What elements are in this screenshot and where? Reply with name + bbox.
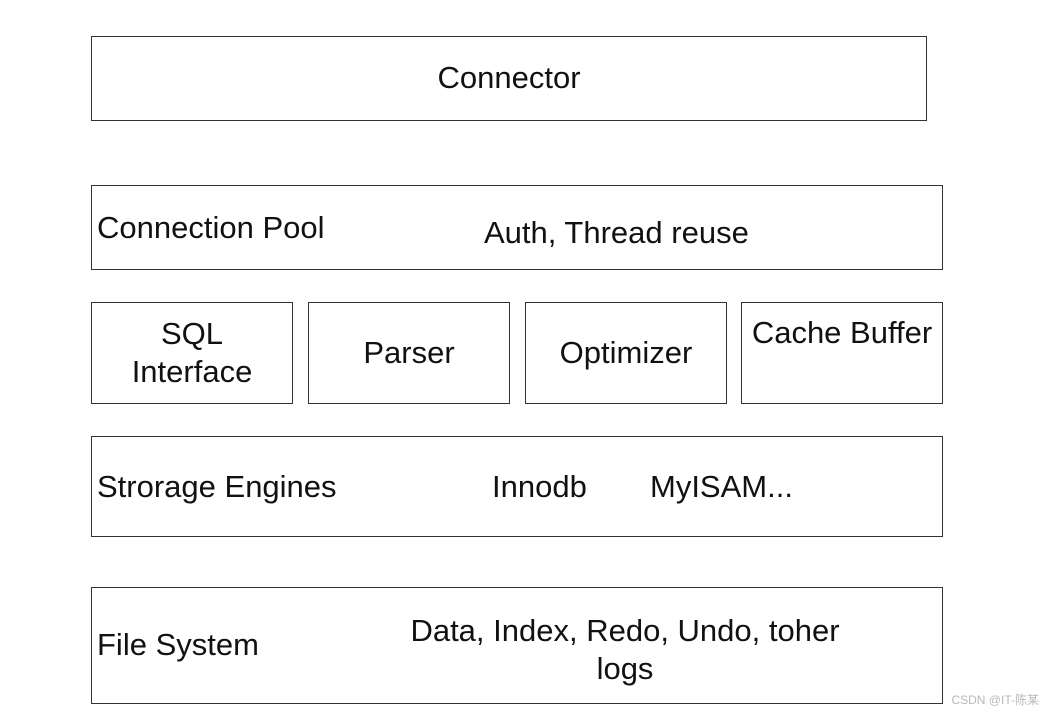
connection-pool-label: Connection Pool xyxy=(97,210,325,245)
sql-interface-label: SQL Interface xyxy=(131,316,253,389)
cache-buffer-box xyxy=(741,302,943,404)
storage-engines-layer xyxy=(91,436,943,537)
optimizer-box xyxy=(525,302,727,404)
connector-layer xyxy=(91,36,927,121)
optimizer-label: Optimizer xyxy=(559,335,693,370)
connection-pool-layer xyxy=(91,185,943,270)
sql-interface-box xyxy=(91,302,293,404)
parser-box xyxy=(308,302,510,404)
storage-engines-label: Strorage Engines xyxy=(97,469,337,504)
parser-label: Parser xyxy=(363,335,455,370)
cache-buffer-label: Cache Buffer xyxy=(751,315,933,350)
file-system-label: File System xyxy=(97,627,259,662)
watermark: CSDN @IT-陈某 xyxy=(951,693,1039,707)
storage-engine-innodb: Innodb xyxy=(492,469,587,504)
connector-label: Connector xyxy=(437,60,581,95)
connection-pool-detail: Auth, Thread reuse xyxy=(484,215,749,250)
storage-engine-myisam: MyISAM... xyxy=(650,469,793,504)
file-system-detail: Data, Index, Redo, Undo, toher logs xyxy=(410,613,840,686)
file-system-layer xyxy=(91,587,943,704)
